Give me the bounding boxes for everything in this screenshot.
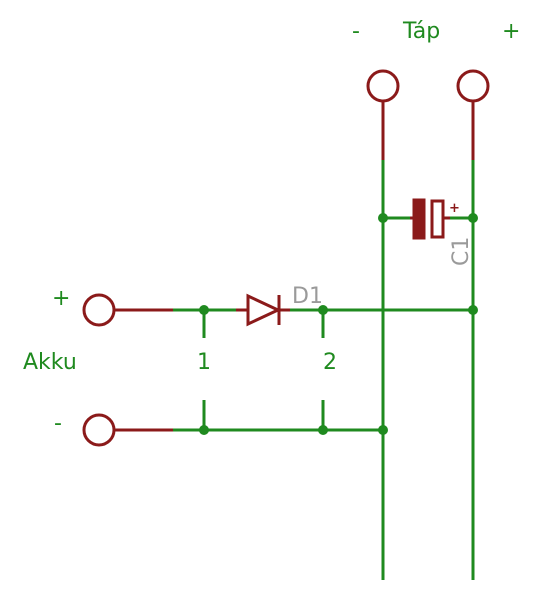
junction-dot (199, 425, 209, 435)
junction-dot (318, 425, 328, 435)
tap-title: Táp (402, 19, 440, 44)
capacitor-polarity-label: + (449, 201, 460, 216)
junction-dot (378, 425, 388, 435)
node-2-label: 2 (323, 350, 337, 375)
connectors (82, 69, 490, 447)
terminal-akku-plus (82, 293, 116, 327)
junction-dot (468, 213, 478, 223)
cap-c1-positive-plate (430, 199, 445, 239)
diode-reference: D1 (292, 284, 323, 309)
tap-minus-label: - (352, 19, 360, 44)
junctions (199, 213, 478, 435)
capacitor-reference: C1 (449, 237, 474, 266)
akku-plus-label: + (52, 286, 70, 311)
akku-label: Akku (23, 350, 77, 375)
junction-dot (468, 305, 478, 315)
junction-dot (318, 305, 328, 315)
akku-minus-label: - (54, 411, 62, 436)
junction-dot (378, 213, 388, 223)
node-1-label: 1 (197, 350, 211, 375)
diode-d1-symbol (246, 293, 282, 327)
cap-c1-negative-plate (412, 198, 426, 240)
terminal-tap-plus (456, 69, 490, 103)
terminal-tap-minus (366, 69, 400, 103)
tap-plus-label: + (502, 19, 520, 44)
junction-dot (199, 305, 209, 315)
terminal-akku-minus (82, 413, 116, 447)
